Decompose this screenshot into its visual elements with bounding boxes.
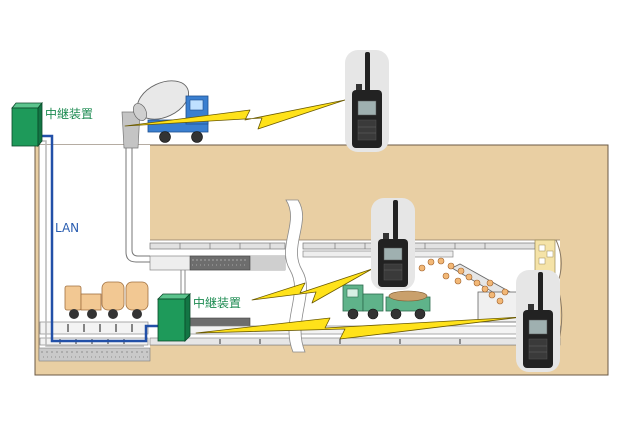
locomotive-train [342,284,431,320]
truck-window [189,99,204,111]
track-bed-lower-tunnel [149,337,561,346]
locomotive-window [346,288,359,298]
radio-top [345,50,389,152]
face-support-block [538,257,546,265]
muck-dot [473,279,481,287]
muck-dot [481,285,489,293]
train-wheel [347,308,359,320]
lan-cable [38,134,160,343]
car-cab [64,285,82,311]
train-wheel [390,308,402,320]
muck-dot [418,264,426,272]
locomotive-body [362,293,384,312]
face-support-block [546,250,554,258]
car-wheel [132,309,142,319]
shaft-bottom-gravel [38,347,151,362]
repeater-top [11,101,43,148]
muck-dot [457,267,465,275]
truck-wheel [159,131,171,143]
car-wheel [69,309,79,319]
radio-screen [357,100,377,116]
muck-dot [501,288,509,296]
radio-screen [383,247,403,261]
tunnel-pipe-shade [250,256,285,270]
repeater-top-roof [11,102,43,109]
car-wheel [87,309,97,319]
radio-antenna [538,272,543,312]
roof-lining-right [302,242,536,250]
truck-wheel [191,131,203,143]
lan-label: LAN [55,221,79,235]
car-wheel [108,309,118,319]
muck-dot [447,262,455,270]
muck-dot [427,258,435,266]
radio-knob [528,304,534,312]
shaft-concrete-pipe [125,142,150,263]
muck-dot [442,272,450,280]
repeater-bottom-side [184,293,191,342]
roof-lining-left [149,242,286,250]
radio-screen [528,319,548,335]
muck-dot [465,273,473,281]
mixer-truck [121,80,209,149]
mixer-drum-opening [133,103,147,121]
radio-knob [356,84,362,92]
face-support-block [538,244,546,252]
gravel-block-lower [187,317,251,327]
muck-dot [486,279,494,287]
track-bed-shaft [39,321,149,335]
repeater-label-top: 中継装置 [45,106,93,121]
muck-dot [496,297,504,305]
repeater-label-bottom: 中継装置 [193,295,241,310]
gravel-block-upper [189,255,251,271]
radio-knob [383,233,389,241]
radio-keypad [528,338,548,360]
radio-keypad [383,263,403,281]
car-drum [101,281,125,311]
repeater-icon [11,107,39,147]
shaft-concrete-pipe-inner [131,142,150,257]
radio-right [516,270,560,372]
repeater-icon [157,298,186,342]
radio-antenna [365,52,370,92]
muck-dot [454,277,462,285]
train-wheel [367,308,379,320]
train-wheel [414,308,426,320]
break-line [285,199,307,353]
car-body [80,293,102,311]
underground-mixer-cars [64,281,149,319]
radio-keypad [357,119,377,141]
muck-dot [488,291,496,299]
car-drum [125,281,149,311]
radio-middle [371,198,415,290]
muck-dot [437,257,445,265]
repeater-top-side [37,101,43,148]
tunnel-roof-lining [149,242,536,250]
radio-antenna [393,200,398,240]
ore-load [388,290,428,302]
excavated-muck [418,257,509,305]
repeater-bottom [157,293,191,342]
